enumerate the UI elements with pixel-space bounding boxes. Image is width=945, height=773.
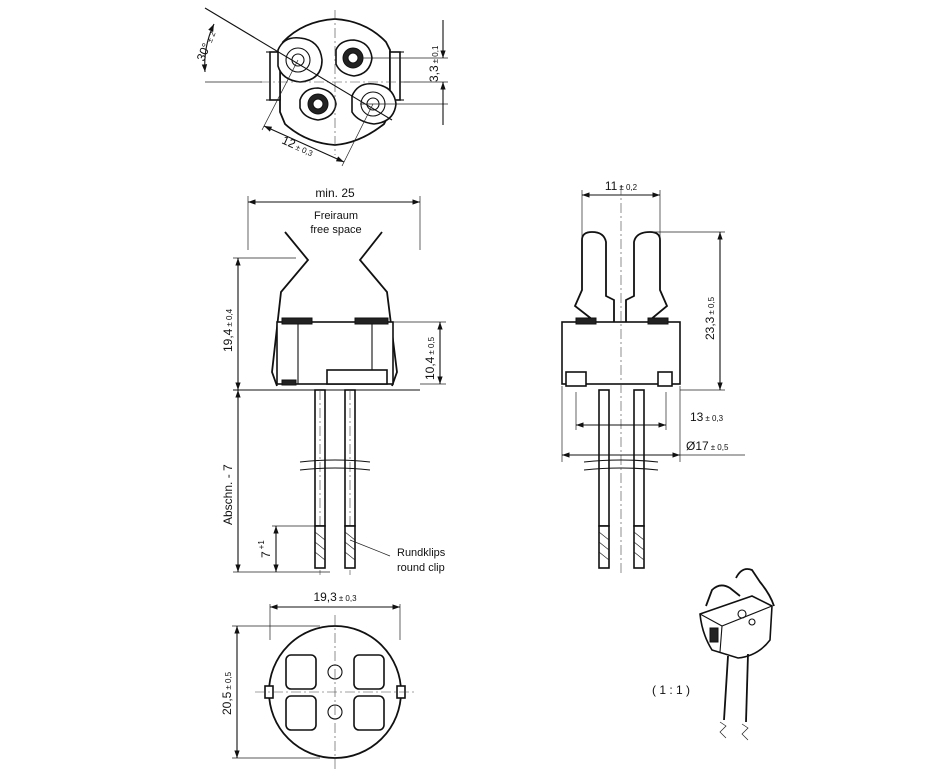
offset-top-dimension-label: 3,3± 0,1 [427, 45, 441, 82]
top-view-clip-left [269, 51, 281, 101]
min-space-dimension-label: min. 25 [315, 186, 355, 200]
front-view-clip-spring-right [358, 231, 398, 387]
round-clip-label-de: Rundklips [397, 547, 446, 559]
free-space-label-en: free space [310, 224, 361, 236]
bottom-height-dimension-label: 20,5± 0,5 [220, 671, 234, 715]
top-view [201, 7, 448, 167]
bottom-view-pad-ur [353, 654, 385, 690]
bottom-view-pad-lr [353, 695, 385, 731]
bottom-view-pad-ll [285, 695, 317, 731]
side-view [561, 185, 745, 575]
side-width-dimension-label: 11± 0,2 [605, 179, 638, 193]
front-view-clip-spring-left [271, 231, 310, 387]
side-view-wire-right [633, 389, 645, 527]
clip-height-dimension-label: 19,4± 0,4 [221, 308, 235, 352]
body-height-dimension-label: 10,4± 0,5 [423, 336, 437, 380]
bottom-view [232, 604, 415, 770]
outer-diameter-dimension-label: Ø17± 0,5 [686, 439, 729, 453]
round-clip-label-en: round clip [397, 562, 445, 574]
isometric-view [699, 568, 775, 741]
side-view-wire-left [598, 389, 610, 527]
inner-diameter-dimension-label: 13± 0,3 [690, 410, 724, 424]
bottom-view-pad-ul [285, 654, 317, 690]
top-view-contact-upper-left [277, 36, 323, 83]
side-view-clip [581, 231, 661, 384]
side-height-dimension-label: 23,3± 0,5 [703, 296, 717, 340]
scale-label: ( 1 : 1 ) [652, 683, 690, 697]
free-space-label-de: Freiraum [314, 210, 358, 222]
front-view [233, 196, 446, 575]
angle-dimension-label: 30°± 2° [194, 26, 220, 63]
strip-length-dimension-label: 7+1 [257, 540, 273, 558]
pitch-dimension-label: 12± 0,3 [280, 133, 316, 159]
cut-length-dimension-label: Abschn. - 7 [221, 464, 235, 525]
bottom-width-dimension-label: 19,3± 0,3 [313, 590, 357, 604]
